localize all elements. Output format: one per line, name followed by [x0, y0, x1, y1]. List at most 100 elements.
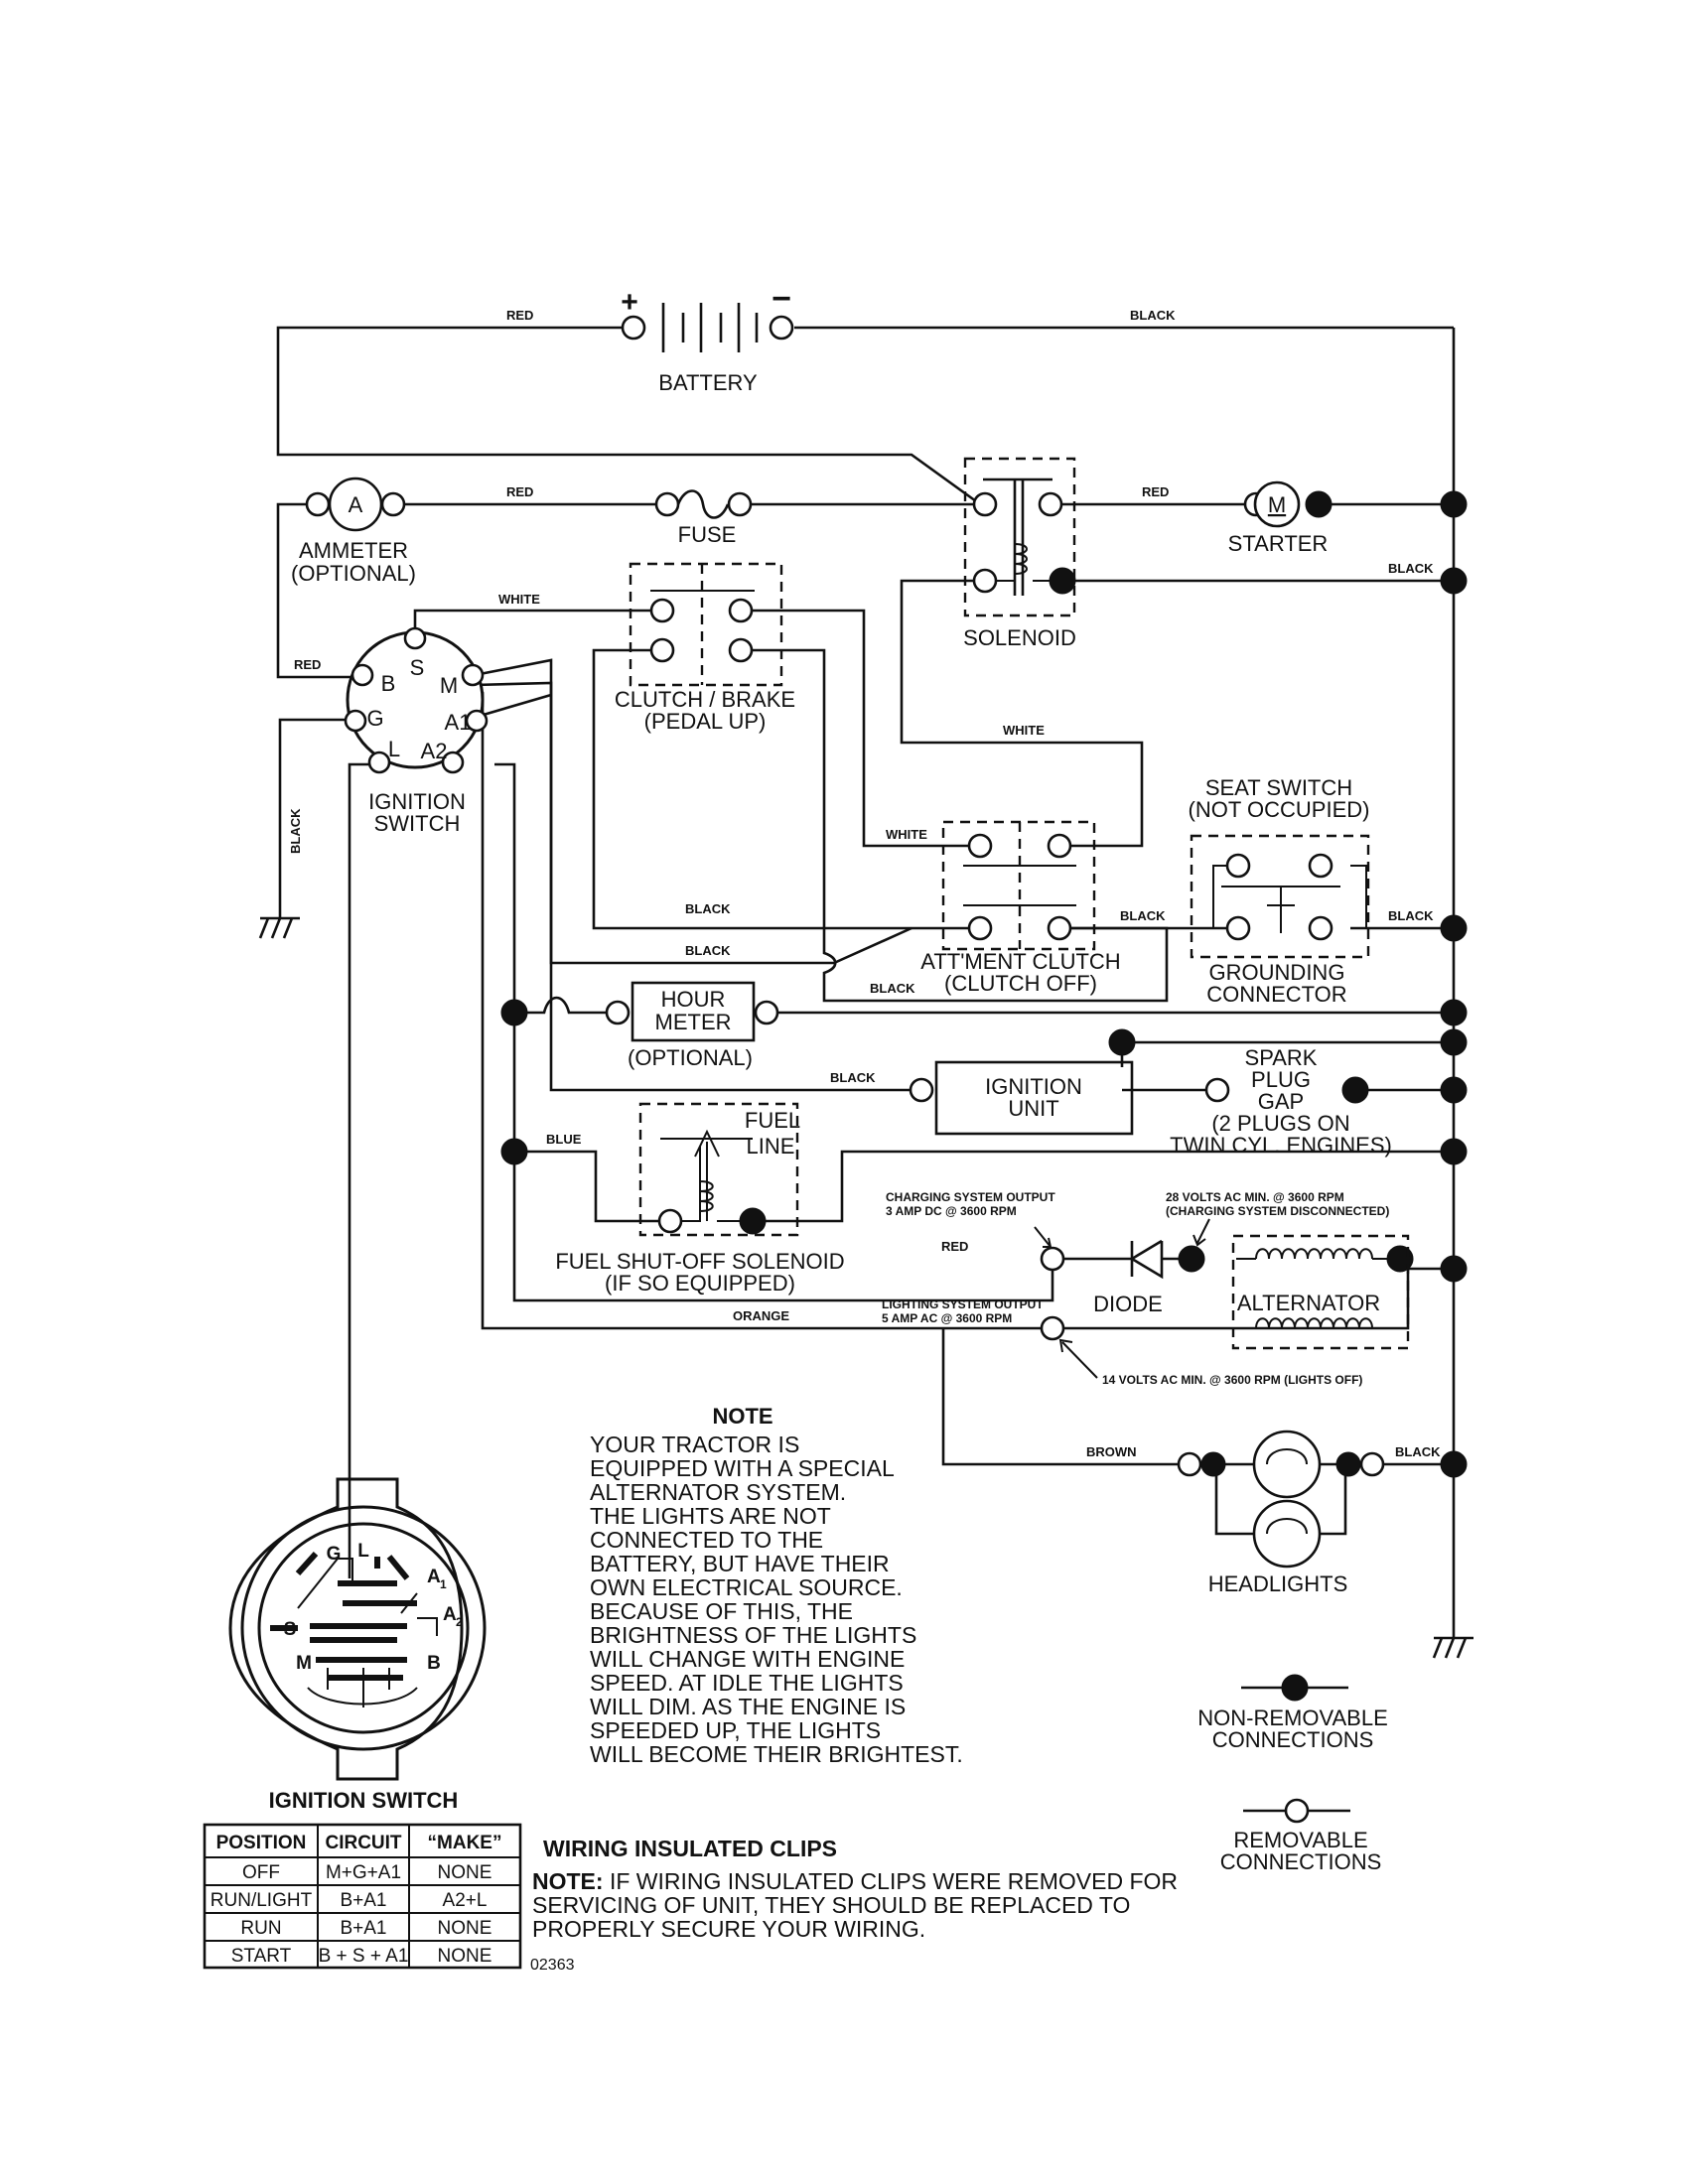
ammeter-label: AMMETER: [299, 538, 408, 563]
ammeter-right-terminal: [380, 491, 406, 517]
hour-meter-wire: [514, 996, 1454, 1015]
bus-dot-fuel: [1440, 1138, 1468, 1165]
attachment-clutch-contacts: [963, 865, 1076, 906]
ignition-s-label: S: [410, 655, 425, 680]
starter-label: STARTER: [1228, 531, 1329, 556]
seat-switch-terminal-4: [1308, 915, 1333, 941]
starter-ground-dot: [1305, 490, 1333, 518]
battery-plus-label: +: [621, 286, 638, 319]
spark-plug-dot: [1341, 1076, 1369, 1104]
switch-face-a2-sub: 2: [456, 1615, 463, 1629]
spark-plug-label-3: GAP: [1258, 1089, 1304, 1114]
table-header-position: POSITION: [216, 1833, 307, 1853]
table-border: [203, 1823, 522, 1970]
clutch-brake-terminal-4: [728, 637, 754, 663]
ignition-position-table: POSITION CIRCUIT “MAKE” OFF M+G+A1 NONE …: [203, 1823, 522, 1970]
note-line: CONNECTED TO THE: [590, 1527, 823, 1553]
fuel-line-label: FUEL: [745, 1108, 800, 1133]
battery-minus-label: −: [772, 280, 791, 318]
ignition-unit-label-2: UNIT: [1008, 1096, 1058, 1121]
battery: + − BATTERY: [621, 280, 794, 395]
ignition-m-label: M: [440, 673, 458, 698]
clutch-white-wire: [751, 609, 968, 848]
battery-negative-terminal: [769, 315, 794, 341]
fuel-solenoid-coil: [681, 1129, 740, 1222]
ignition-switch-body: [346, 630, 485, 769]
ignition-switch-label: IGNITION: [368, 789, 466, 814]
ignition-g-ground-wire: [278, 718, 350, 918]
wire-label-red-starter: RED: [1142, 484, 1169, 499]
clutch-brake-terminal-3: [649, 637, 675, 663]
wire-label-orange: ORANGE: [733, 1308, 789, 1323]
hour-meter-label: HOUR: [661, 987, 726, 1012]
headlights: HEADLIGHTS: [1177, 1430, 1385, 1596]
solenoid-white-wire: [900, 579, 1144, 848]
wire-labels: RED BLACK RED RED BLACK RED WHITE WHITE …: [288, 308, 1441, 1459]
ignition-l-label: L: [388, 737, 400, 761]
note-line: OWN ELECTRICAL SOURCE.: [590, 1574, 903, 1600]
ignition-switch: S B M G A1 L A2 IGNITION SWITCH: [344, 626, 489, 836]
switch-face-a2: A: [443, 1604, 457, 1625]
table-grid: [205, 1825, 520, 1968]
table-header-circuit: CIRCUIT: [325, 1833, 401, 1853]
ignition-a2-label: A2: [421, 739, 448, 763]
solenoid-terminal-top-left: [972, 491, 998, 517]
ignition-unit: IGNITION UNIT: [909, 1028, 1136, 1136]
wire-label-white-clutch: WHITE: [886, 827, 927, 842]
lighting-output-label: LIGHTING SYSTEM OUTPUT: [882, 1297, 1044, 1311]
fuel-solenoid: FUEL LINE FUEL SHUT-OFF SOLENOID (IF SO …: [500, 1102, 845, 1296]
table-cell: RUN: [240, 1918, 281, 1939]
clutch-black-wire: [592, 648, 968, 930]
hour-meter-left-terminal: [605, 1000, 631, 1025]
wire-label-black-seat-bus: BLACK: [1388, 908, 1434, 923]
spark-plug-terminal: [1204, 1077, 1230, 1103]
seat-switch-terminal-1: [1225, 853, 1251, 879]
fuse-right-terminal: [727, 491, 753, 517]
bus-dot-spark-plug: [1440, 1076, 1468, 1104]
bus-dot-hour-meter: [1440, 999, 1468, 1026]
wire-label-black-headlights: BLACK: [1395, 1444, 1441, 1459]
switch-face-a1: A: [427, 1567, 441, 1587]
note-line: YOUR TRACTOR IS: [590, 1432, 799, 1457]
switch-face-housing: [228, 1477, 464, 1781]
ignition-b-label: B: [381, 671, 396, 696]
headlight-filament-1: [1266, 1448, 1308, 1465]
alternator-label: ALTERNATOR: [1237, 1291, 1380, 1315]
fuel-solenoid-label: FUEL SHUT-OFF SOLENOID: [555, 1249, 844, 1274]
headlight-parallel-wire: [1214, 1462, 1347, 1536]
hour-meter-optional-label: (OPTIONAL): [628, 1045, 753, 1070]
wire-label-black-seat: BLACK: [1120, 908, 1166, 923]
fuel-solenoid-box: [638, 1102, 799, 1237]
legend-non-removable-dot: [1281, 1674, 1309, 1702]
switch-face-b: B: [427, 1653, 441, 1674]
solenoid-box: [963, 457, 1076, 617]
attachment-clutch-terminal-2: [1047, 833, 1072, 859]
ammeter-symbol: A: [349, 492, 363, 517]
headlight-left-dot: [1200, 1451, 1226, 1477]
switch-face-title: IGNITION SWITCH: [269, 1788, 459, 1813]
table-cell: OFF: [242, 1862, 280, 1883]
ignition-terminal-g: [344, 709, 367, 733]
wire-label-brown: BROWN: [1086, 1444, 1137, 1459]
spark-plug-label: SPARK: [1245, 1045, 1318, 1070]
wire-label-black-ground: BLACK: [288, 808, 303, 854]
table-cell: RUN/LIGHT: [210, 1890, 313, 1911]
volts28-label: 28 VOLTS AC MIN. @ 3600 RPM: [1166, 1190, 1344, 1204]
clutch-brake-label: CLUTCH / BRAKE: [615, 687, 795, 712]
starter-symbol: M: [1268, 492, 1286, 517]
bus-dot-seat: [1440, 914, 1468, 942]
charging-output-terminal: [1040, 1246, 1065, 1272]
ignition-terminal-b: [351, 663, 374, 687]
alternator-coil-leads: [1236, 1258, 1408, 1329]
ammeter: A AMMETER (OPTIONAL): [291, 477, 416, 586]
bus-dot-starter: [1440, 490, 1468, 518]
ignition-terminal-a2: [441, 751, 465, 774]
clips-line-2: SERVICING OF UNIT, THEY SHOULD BE REPLAC…: [532, 1892, 1130, 1918]
fuse-label: FUSE: [678, 522, 737, 547]
table-cell: B+A1: [340, 1918, 386, 1939]
wire-label-black-ignition-unit: BLACK: [830, 1070, 876, 1085]
alternator-coil-bottom: [1255, 1317, 1373, 1329]
volts14-label: 14 VOLTS AC MIN. @ 3600 RPM (LIGHTS OFF): [1102, 1373, 1362, 1387]
ignition-unit-box: [934, 1060, 1134, 1136]
spark-plug-label-5: TWIN CYL. ENGINES): [1170, 1133, 1392, 1158]
